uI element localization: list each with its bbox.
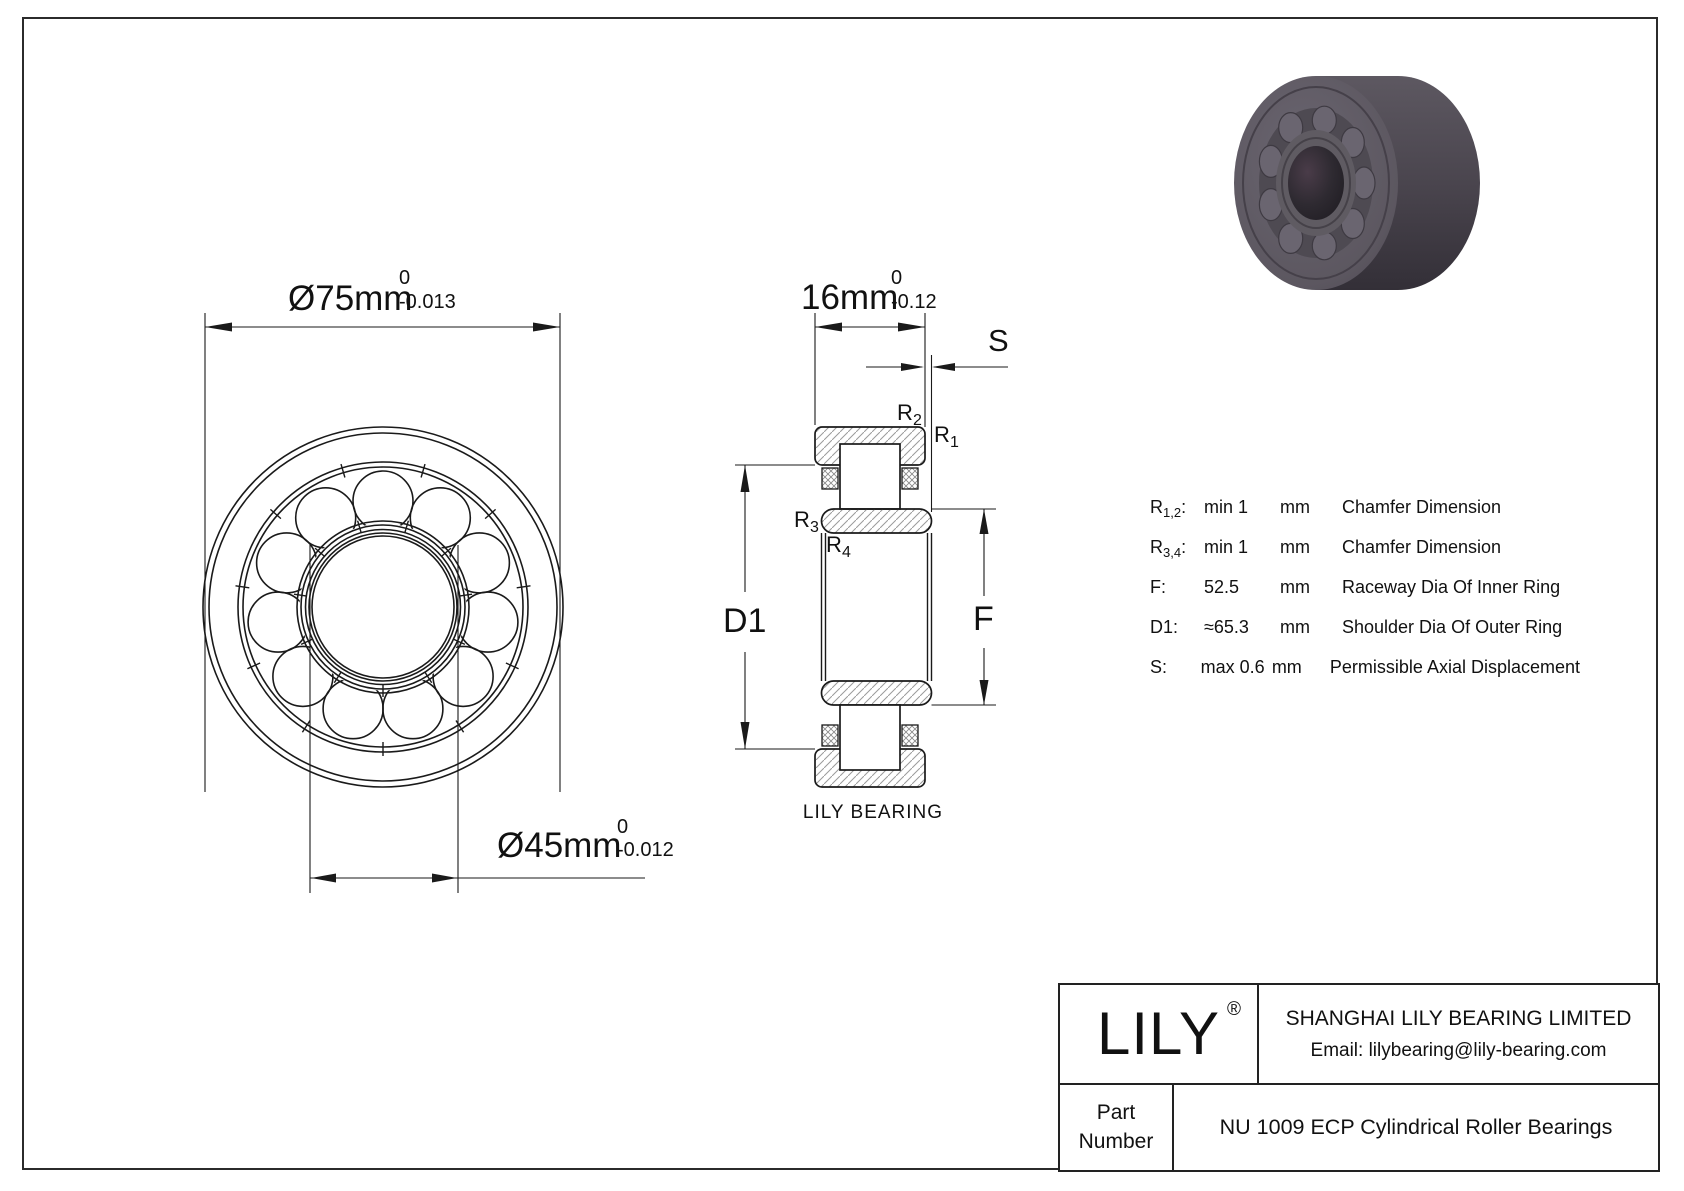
cage-top-right xyxy=(901,467,919,490)
od-tolerance-upper: 0 xyxy=(399,267,410,289)
spec-description: Permissible Axial Displacement xyxy=(1329,656,1580,677)
cage-ticks-outer xyxy=(235,463,531,756)
registered-trademark-icon: ® xyxy=(1226,999,1242,1020)
spec-symbol: R xyxy=(1150,496,1163,517)
spec-row-r12: R1,2: min 1 mm Chamfer Dimension xyxy=(1150,487,1580,527)
od-tolerance-lower: -0.013 xyxy=(399,291,456,313)
spec-description: Shoulder Dia Of Outer Ring xyxy=(1342,616,1563,637)
spec-description: Raceway Dia Of Inner Ring xyxy=(1342,576,1561,597)
spec-symbol: R xyxy=(1150,536,1163,557)
company-name: SHANGHAI LILY BEARING LIMITED xyxy=(1285,1006,1632,1030)
d1-dimension-label: D1 xyxy=(723,602,766,640)
bore-tolerance-upper: 0 xyxy=(617,816,628,838)
spec-value: max 0.6 xyxy=(1200,656,1265,677)
front-view-dimensions xyxy=(204,313,645,893)
outer-diameter-circle xyxy=(202,426,564,788)
lily-logo: LILY® xyxy=(1097,999,1242,1067)
section-view xyxy=(814,426,933,788)
section-arrowheads xyxy=(740,322,989,749)
front-view-arrowheads xyxy=(205,322,560,883)
spec-unit: mm xyxy=(1280,576,1310,597)
cage-top-left xyxy=(821,467,839,490)
spec-table: R1,2: min 1 mm Chamfer Dimension R3,4: m… xyxy=(1150,487,1580,687)
r4-label: R xyxy=(826,532,842,557)
cage-ticks-inner xyxy=(293,520,473,697)
r1-label-sub: 1 xyxy=(950,434,959,451)
spec-unit: mm xyxy=(1280,616,1310,637)
spec-value: ≈65.3 xyxy=(1204,616,1249,637)
spec-row-f: F: 52.5 mm Raceway Dia Of Inner Ring xyxy=(1150,567,1580,607)
bore-dimension-label: Ø45mm xyxy=(497,826,621,865)
s-dimension-label: S xyxy=(988,323,1009,358)
bore-circle xyxy=(308,532,458,682)
width-tolerance-upper: 0 xyxy=(891,267,902,289)
front-view-dim-labels: Ø75mm 0 -0.013 Ø45mm 0 -0.012 xyxy=(288,267,674,865)
spec-row-r34: R3,4: min 1 mm Chamfer Dimension xyxy=(1150,527,1580,567)
spec-symbol: S xyxy=(1150,656,1163,677)
page-border xyxy=(22,17,1658,1170)
width-tolerance-lower: -0.12 xyxy=(891,291,937,313)
r1-label: R xyxy=(934,422,950,447)
spec-row-d1: D1: ≈65.3 mm Shoulder Dia Of Outer Ring xyxy=(1150,607,1580,647)
spec-description: Chamfer Dimension xyxy=(1342,536,1502,557)
roller-elements xyxy=(247,470,519,740)
cage-bottom-left xyxy=(821,724,839,747)
spec-symbol-subscript: 1,2 xyxy=(1163,504,1182,520)
part-number-value: NU 1009 ECP Cylindrical Roller Bearings xyxy=(1219,1115,1613,1139)
spec-value: min 1 xyxy=(1204,496,1249,517)
cage-bottom-right xyxy=(901,724,919,747)
front-view xyxy=(202,426,564,788)
spec-symbol-subscript: 3,4 xyxy=(1163,544,1182,560)
inner-ring-bottom-section xyxy=(820,680,933,706)
company-email: Email: lilybearing@lily-bearing.com xyxy=(1310,1039,1607,1061)
roller-top-section xyxy=(839,443,901,510)
r2-label: R xyxy=(897,400,913,425)
render-rollers xyxy=(1258,105,1376,261)
width-dimension-label: 16mm xyxy=(801,278,898,317)
spec-value: 52.5 xyxy=(1204,576,1240,597)
spec-symbol: D1 xyxy=(1150,616,1174,637)
part-number-label: Part Number xyxy=(1060,1085,1174,1170)
spec-description: Chamfer Dimension xyxy=(1342,496,1502,517)
spec-row-s: S: max 0.6 mm Permissible Axial Displace… xyxy=(1150,656,1580,677)
r3-label: R xyxy=(794,507,810,532)
spec-unit: mm xyxy=(1280,536,1310,557)
title-block: LILY® SHANGHAI LILY BEARING LIMITED Emai… xyxy=(1058,983,1660,1172)
bore-tolerance-lower: -0.012 xyxy=(617,839,674,861)
company-logo-cell: LILY® xyxy=(1060,985,1259,1083)
r3-label-sub: 3 xyxy=(810,519,819,536)
spec-unit: mm xyxy=(1280,496,1310,517)
r4-label-sub: 4 xyxy=(842,544,851,561)
roller-bottom-section xyxy=(839,704,901,771)
section-caption: LILY BEARING xyxy=(803,802,943,823)
f-dimension-label: F xyxy=(973,600,994,638)
inner-ring-top-section xyxy=(820,508,933,534)
spec-value: min 1 xyxy=(1204,536,1249,557)
bearing-3d-image xyxy=(1234,76,1480,290)
od-dimension-label: Ø75mm xyxy=(288,279,412,318)
r2-label-sub: 2 xyxy=(913,412,922,429)
spec-unit: mm xyxy=(1271,656,1302,677)
bore-surface-lines xyxy=(820,533,933,681)
section-dim-labels: 16mm 0 -0.12 S D1 F R 2 R 1 R 3 R 4 LILY… xyxy=(723,267,1009,823)
spec-symbol: F xyxy=(1150,576,1161,597)
